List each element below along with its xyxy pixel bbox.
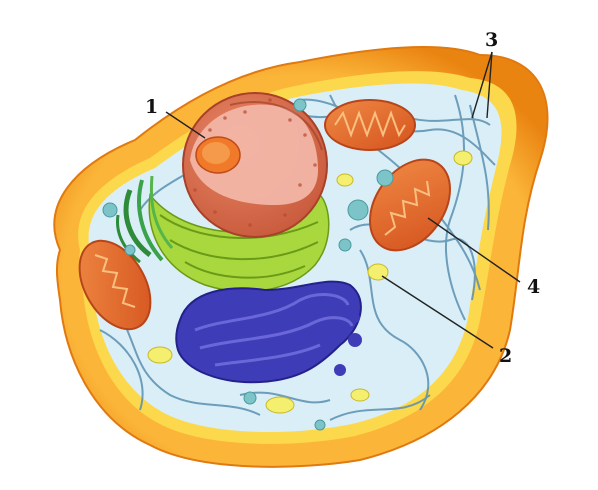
endoplasmic-reticulum [115,175,330,293]
nucleus [182,92,328,238]
leader-line-3b [486,51,493,119]
label-4: 4 [527,276,540,298]
label-1: 1 [145,96,158,118]
leader-line-2 [381,275,494,349]
lysosomes [102,98,394,431]
golgi-apparatus [175,280,362,384]
mitochondrion-left [78,239,152,331]
leader-line-1 [165,111,206,139]
label-2: 2 [499,345,512,367]
nucleolus-core [202,142,230,164]
leader-line-4 [427,217,521,283]
mitochondrion-top [324,99,416,151]
leader-line-3a [471,51,493,119]
label-3: 3 [485,29,498,51]
